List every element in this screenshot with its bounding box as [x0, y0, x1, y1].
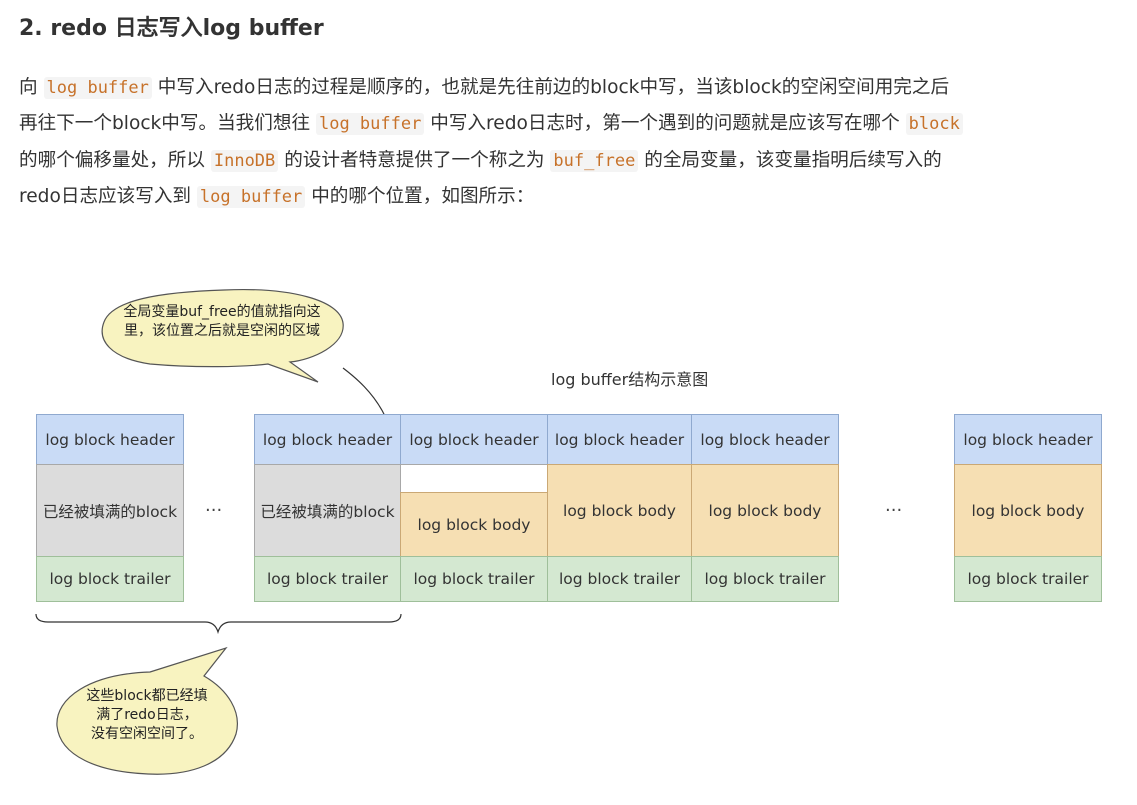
- block-1-trailer: log block trailer: [36, 556, 184, 602]
- block-5-trailer: log block trailer: [691, 556, 839, 602]
- ellipsis-2: ···: [885, 500, 903, 521]
- callout-line: 这些block都已经填: [86, 688, 208, 704]
- block-3-body-free: log block body: [400, 492, 548, 557]
- para-text: 中写入redo日志时，第一个遇到的问题就是应该写在哪个: [424, 113, 906, 135]
- para-text: 向: [19, 77, 44, 98]
- filled-blocks-brace: [35, 613, 402, 635]
- para-text: 再往下一个block中写。当我们想往: [19, 113, 316, 135]
- inline-code: log buffer: [43, 77, 152, 99]
- block-6-header: log block header: [954, 414, 1102, 465]
- block-6-trailer: log block trailer: [954, 556, 1102, 602]
- block-5-body: log block body: [691, 464, 839, 557]
- block-2-body-filled: 已经被填满的block: [254, 464, 401, 557]
- inline-code: log buffer: [315, 113, 425, 136]
- inline-code: log buffer: [196, 186, 306, 209]
- callout-top-text: 全局变量buf_free的值就指向这 里，该位置之后就是空闲的区域: [104, 303, 340, 341]
- inline-code: block: [905, 113, 963, 136]
- callout-top-bubble: [101, 288, 344, 383]
- block-1-header: log block header: [36, 414, 184, 465]
- block-5-header: log block header: [691, 414, 839, 465]
- para-text: redo日志应该写入到: [19, 186, 197, 208]
- callout-bottom-text: 这些block都已经填 满了redo日志， 没有空闲空间了。: [62, 687, 232, 744]
- para-text: 中的哪个位置，如图所示：: [305, 186, 535, 208]
- block-6-body: log block body: [954, 464, 1102, 557]
- section-heading: 2. redo 日志写入log buffer: [19, 12, 324, 46]
- block-4-trailer: log block trailer: [547, 556, 692, 602]
- block-2-header: log block header: [254, 414, 401, 465]
- heading-cjk: 日志写入: [114, 16, 203, 41]
- callout-line: 满了redo日志，: [96, 707, 198, 723]
- heading-number: 2. redo: [19, 16, 115, 41]
- ellipsis-1: ···: [205, 500, 223, 521]
- para-text: 中写入redo日志的过程是顺序的，也就是先往前边的block中写，当该block…: [151, 77, 950, 98]
- diagram-title: log buffer结构示意图: [551, 370, 709, 389]
- intro-paragraph: 向 log buffer 中写入redo日志的过程是顺序的，也就是先往前边的bl…: [19, 70, 1119, 216]
- block-4-body: log block body: [547, 464, 692, 557]
- para-text: 的设计者特意提供了一个称之为: [278, 149, 551, 171]
- para-text: 的全局变量，该变量指明后续写入的: [638, 149, 942, 171]
- callout-line: 全局变量buf_free的值就指向这: [123, 304, 321, 320]
- heading-tail: log buffer: [202, 16, 324, 41]
- para-text: 的哪个偏移量处，所以: [19, 149, 211, 171]
- block-3-header: log block header: [400, 414, 548, 465]
- inline-code: buf_free: [550, 149, 639, 172]
- callout-bottom-bubble: [56, 646, 238, 775]
- block-3-trailer: log block trailer: [400, 556, 548, 602]
- block-1-body-filled: 已经被填满的block: [36, 464, 184, 557]
- inline-code: InnoDB: [210, 149, 279, 172]
- block-4-header: log block header: [547, 414, 692, 465]
- callout-line: 没有空闲空间了。: [91, 726, 203, 742]
- callout-line: 里，该位置之后就是空闲的区域: [124, 323, 320, 339]
- block-2-trailer: log block trailer: [254, 556, 401, 602]
- block-3-body-used: [400, 464, 548, 493]
